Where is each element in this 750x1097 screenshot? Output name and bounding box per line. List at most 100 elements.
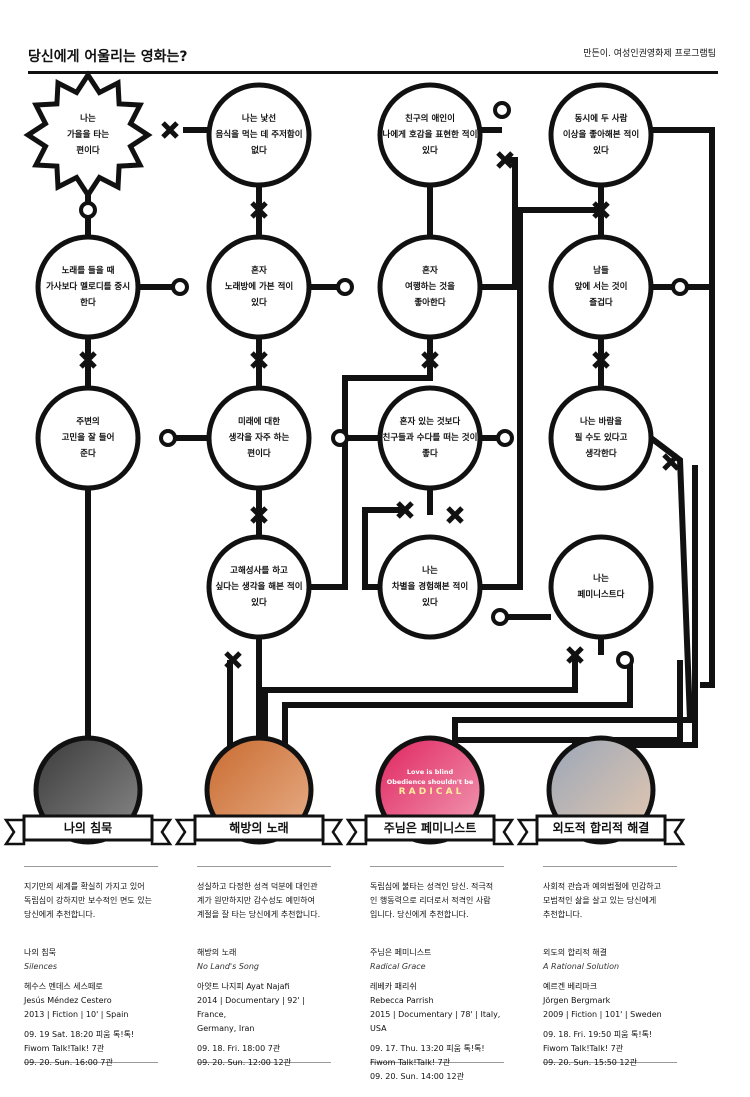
question-line: 있다 [422,598,438,608]
question-line: 고민을 잘 들어 [61,433,115,443]
question-line: 생각한다 [585,449,617,459]
question-node [206,234,312,340]
question-line: 있다 [422,146,438,156]
question-node [377,82,483,188]
yes-marker [616,651,634,669]
question-line: 나는 [80,114,96,124]
film-meta: 2013 | Fiction | 10' | Spain [24,1010,129,1019]
film-title: 해방의 노래 [197,948,237,957]
photo-caption: R A D I C A L [399,787,462,797]
question-line: 혼자 있는 것보다 [399,417,461,427]
question-line: 없다 [251,146,267,156]
question-starburst [23,70,153,200]
description-line: 독립심이 강하지만 보수적인 면도 있는 [24,896,152,905]
film-banner-title: 해방의 노래 [229,821,289,835]
page-title: 당신에게 어울리는 영화는? [28,49,188,65]
no-marker [662,453,680,471]
question-line: 있다 [251,598,267,608]
film-screening: Fiwom Talk!Talk! 7관 [370,1058,451,1067]
question-node [377,534,483,640]
description-line: 입니다. 당신에게 추천합니다. [370,910,469,919]
question-line: 친구들과 수다를 떠는 것이 [382,433,478,443]
film-screening: Fiwom Talk!Talk! 7관 [543,1044,624,1053]
film-director: 헤수스 멘데스 세스떼로 [24,982,103,991]
film-subtitle: A Rational Solution [543,962,620,971]
info-bottom-divider [24,1062,158,1063]
film-subtitle: Radical Grace [370,962,426,971]
question-line: 한다 [80,298,96,308]
question-node [548,234,654,340]
ribbon-tail-left [3,818,26,846]
description-line: 모범적인 삶을 살고 있는 당신에게 [543,896,657,905]
question-node [377,234,483,340]
title-divider [28,71,718,74]
question-node [206,534,312,640]
connector-line [282,660,633,755]
question-line: 나에게 호감을 표현한 적이 [382,130,478,140]
no-marker [446,506,464,524]
ribbon-banner [364,814,496,842]
question-line: 고해성사를 하고 [230,566,288,576]
no-marker [592,351,610,369]
film-title: 주님은 페미니스트 [370,948,432,957]
film-banner-title: 나의 침묵 [63,821,113,835]
film-screening: 09. 20. Sun. 15:50 12관 [543,1058,637,1067]
connector-line [480,157,518,290]
question-line: 동시에 두 사람 [574,114,628,124]
film-title: 외도의 합리적 해결 [543,948,607,957]
question-node [206,82,312,188]
ribbon-banner [193,814,325,842]
no-marker [224,651,242,669]
no-marker [566,646,584,664]
question-node [548,385,654,491]
info-bottom-divider [543,1062,677,1063]
yes-marker [159,429,177,447]
question-line: 혼자 [422,266,438,276]
film-title: 나의 침묵 [24,948,56,957]
question-node [35,385,141,491]
question-line: 페미니스트다 [577,590,625,600]
description-line: 인 행동력으로 리더로서 적격인 사람 [370,896,491,905]
yes-marker [493,101,511,119]
film-director: 아얏트 나지피 Ayat Najafi [197,982,290,991]
film-screening: 09. 20. Sun. 16:00 7관 [24,1058,113,1067]
film-screening: 09. 20. Sun. 12:00 12관 [197,1058,291,1067]
yes-marker [171,278,189,296]
film-meta: Germany, Iran [197,1024,255,1033]
film-banner-title: 주님은 페미니스트 [383,821,477,835]
description-line: 계가 원만하지만 감수성도 예민하여 [197,896,316,905]
connector-line [480,207,601,590]
description-line: 추천합니다. [543,910,583,919]
ribbon-banner [22,814,154,842]
question-node [548,82,654,188]
description-line: 지기만의 세계를 확실히 가지고 있어 [24,882,145,891]
question-line: 나는 [422,566,438,576]
film-screening: 09. 17. Thu. 13:20 피움 톡!톡! [370,1044,485,1053]
info-top-divider [24,866,158,867]
ribbon-tail-left [516,818,539,846]
question-node [377,385,483,491]
film-meta: 2009 | Fiction | 101' | Sweden [543,1010,662,1019]
film-subtitle: No Land's Song [197,962,259,971]
question-line: 가을을 타는 [66,130,110,140]
ribbon-tail-right [321,818,344,846]
info-bottom-divider [370,1062,504,1063]
question-node [206,385,312,491]
no-marker [161,121,179,139]
film-screening: 09. 20. Sun. 14:00 12관 [370,1072,464,1081]
question-line: 앞에 서는 것이 [574,282,628,292]
no-marker [396,501,414,519]
no-marker [79,351,97,369]
